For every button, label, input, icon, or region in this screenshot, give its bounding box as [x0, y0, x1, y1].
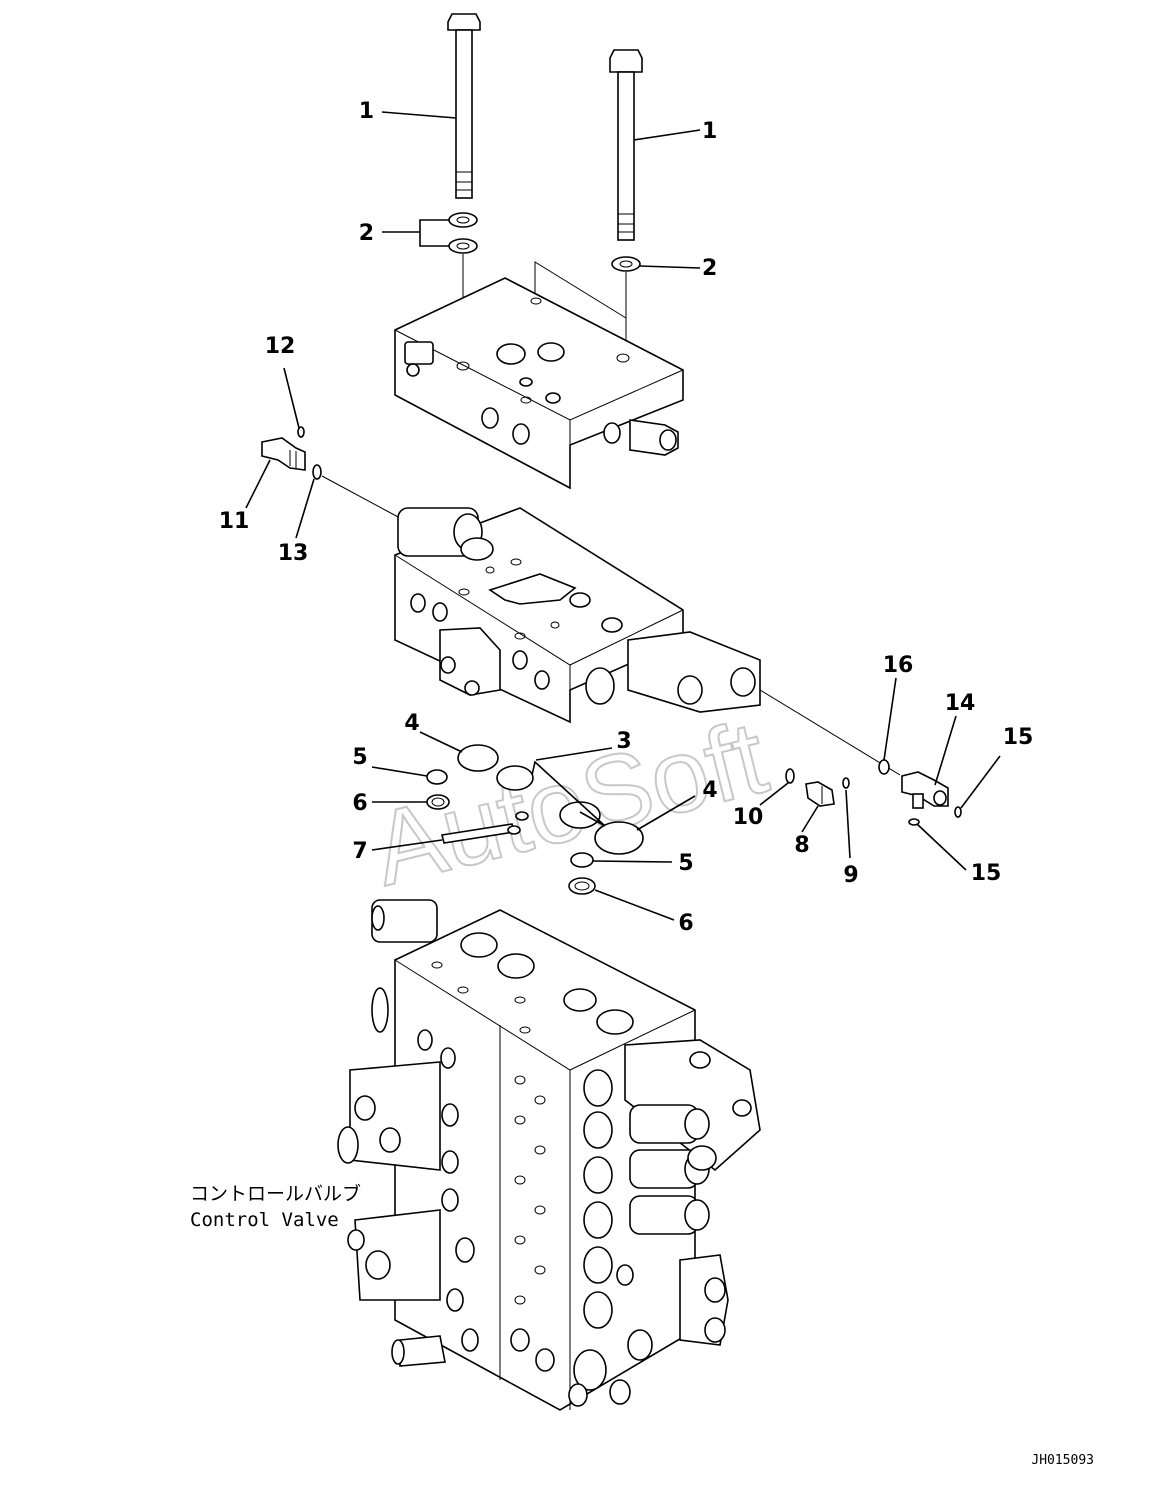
callout-1-left: 1: [359, 99, 374, 124]
callout-4-right: 4: [702, 778, 717, 803]
callout-16: 16: [883, 653, 914, 678]
callout-14: 14: [945, 691, 976, 716]
callout-7: 7: [352, 839, 367, 864]
fitting-8: [805, 781, 835, 807]
caption-japanese: コントロールバルブ: [190, 1182, 361, 1205]
callout-2-left: 2: [359, 221, 374, 246]
o-ring-16: [878, 759, 890, 775]
document-id: JH015093: [1031, 1453, 1094, 1468]
callout-13: 13: [278, 541, 309, 566]
seals-group: [426, 744, 644, 895]
o-ring-15b: [908, 818, 920, 826]
o-ring-13: [312, 464, 322, 480]
callout-11: 11: [219, 509, 250, 534]
o-ring-15a: [954, 806, 962, 818]
callout-12: 12: [265, 334, 296, 359]
callout-8: 8: [794, 833, 809, 858]
callout-15-lower: 15: [971, 861, 1002, 886]
o-ring-12: [297, 426, 305, 438]
callout-3: 3: [616, 729, 631, 754]
bolt-right: [609, 49, 643, 241]
washers: [448, 212, 641, 272]
callout-5-left: 5: [352, 745, 367, 770]
callout-1-right: 1: [702, 119, 717, 144]
callout-4-left: 4: [404, 711, 419, 736]
callout-2-right: 2: [702, 256, 717, 281]
callout-10: 10: [733, 805, 764, 830]
callout-6-right: 6: [678, 911, 693, 936]
caption-english: Control Valve: [190, 1209, 339, 1231]
o-ring-10: [785, 768, 795, 784]
upper-valve-block: [394, 277, 684, 490]
control-valve-assembly: [337, 899, 761, 1411]
bolt-left: [447, 13, 481, 199]
leader-lines: [245, 111, 1001, 921]
fitting-11: [261, 437, 306, 471]
callout-5-right: 5: [678, 851, 693, 876]
o-ring-9: [842, 777, 850, 789]
callout-9: 9: [843, 863, 858, 888]
fitting-14: [901, 771, 949, 809]
callout-15-upper: 15: [1003, 725, 1034, 750]
middle-valve-block: [394, 507, 761, 724]
callout-6-left: 6: [352, 791, 367, 816]
